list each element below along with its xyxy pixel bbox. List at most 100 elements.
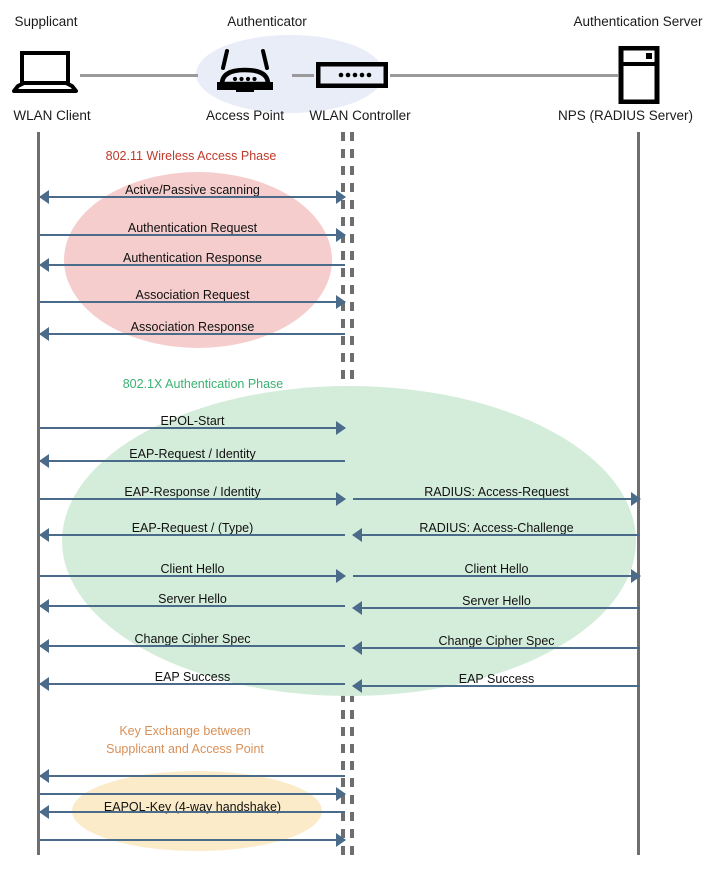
phase-label-80211: 802.11 Wireless Access Phase: [105, 149, 277, 163]
message-row: EAP Success: [39, 670, 345, 695]
arrowhead-left-icon: [352, 528, 362, 542]
message-line: [40, 301, 345, 303]
message-row: Authentication Request: [40, 221, 346, 246]
message-line: [40, 234, 345, 236]
message-row: EAP-Response / Identity: [40, 485, 346, 510]
message-row: RADIUS: Access-Request: [353, 485, 641, 510]
server-icon: [618, 45, 660, 109]
arrowhead-left-icon: [39, 805, 49, 819]
message-line: [40, 333, 345, 335]
arrowhead-right-icon: [336, 190, 346, 204]
link-ap-controller: [292, 74, 314, 77]
arrowhead-left-icon: [39, 599, 49, 613]
message-line: [40, 645, 345, 647]
arrowhead-left-icon: [39, 639, 49, 653]
message-row: EAP Success: [352, 672, 640, 697]
message-row: [40, 829, 346, 851]
message-row: [39, 765, 345, 787]
message-row: Association Request: [40, 288, 346, 313]
message-row: RADIUS: Access-Challenge: [352, 521, 640, 546]
arrowhead-left-icon: [39, 769, 49, 783]
message-line: [353, 647, 640, 649]
message-row: EAPOL-Key (4-way handshake): [39, 800, 345, 823]
message-label: Server Hello: [158, 592, 227, 606]
phase-label-key-exchange-line2: Supplicant and Access Point: [106, 742, 264, 756]
phase-ellipse-80211: [64, 172, 332, 348]
message-row: EAP-Request / (Type): [39, 521, 345, 546]
actor-role-authentication-server: Authentication Server: [573, 14, 703, 29]
message-label: Client Hello: [160, 562, 225, 576]
arrowhead-left-icon: [39, 454, 49, 468]
message-label: EAP Success: [154, 670, 231, 684]
message-line: [40, 811, 345, 813]
arrowhead-right-icon: [336, 569, 346, 583]
wireless-router-icon: [214, 48, 276, 101]
phase-label-8021x: 802.1X Authentication Phase: [122, 377, 284, 391]
arrowhead-left-icon: [39, 327, 49, 341]
message-row: Change Cipher Spec: [39, 632, 345, 657]
message-label: Change Cipher Spec: [438, 634, 555, 648]
link-client-ap: [80, 74, 198, 77]
message-line: [353, 685, 640, 687]
message-label: Change Cipher Spec: [134, 632, 251, 646]
message-row: Change Cipher Spec: [352, 634, 640, 659]
message-line: [353, 498, 640, 500]
message-row: EPOL-Start: [40, 414, 346, 439]
message-row: Association Response: [39, 320, 345, 345]
lifeline-supplicant: [37, 132, 40, 855]
message-row: Client Hello: [40, 562, 346, 587]
message-label: EAP-Response / Identity: [124, 485, 261, 499]
message-line: [40, 460, 345, 462]
message-row: Server Hello: [352, 594, 640, 619]
message-line: [40, 498, 345, 500]
arrowhead-left-icon: [39, 190, 49, 204]
message-line: [40, 775, 345, 777]
message-label: EAP Success: [458, 672, 535, 686]
message-line: [40, 264, 345, 266]
message-label: EAP-Request / (Type): [131, 521, 254, 535]
arrowhead-left-icon: [39, 677, 49, 691]
message-label: Server Hello: [462, 594, 531, 608]
message-line: [353, 607, 640, 609]
arrowhead-left-icon: [39, 258, 49, 272]
arrowhead-right-icon: [336, 787, 346, 801]
arrowhead-right-icon: [336, 833, 346, 847]
actor-name-wlan-controller: WLAN Controller: [309, 108, 411, 123]
actor-role-authenticator: Authenticator: [227, 14, 307, 29]
phase-label-key-exchange-line1: Key Exchange between: [119, 724, 251, 738]
arrowhead-left-icon: [352, 641, 362, 655]
message-row: Active/Passive scanning: [39, 183, 346, 208]
arrowhead-left-icon: [39, 528, 49, 542]
message-label: Association Response: [130, 320, 255, 334]
message-line: [40, 534, 345, 536]
arrowhead-right-icon: [631, 569, 641, 583]
message-line: [353, 575, 640, 577]
phase-ellipse-8021x: [62, 386, 636, 696]
message-line: [40, 839, 345, 841]
arrowhead-right-icon: [336, 295, 346, 309]
message-line: [40, 427, 345, 429]
message-line: [40, 196, 345, 198]
arrowhead-right-icon: [336, 421, 346, 435]
message-line: [353, 534, 640, 536]
actor-name-wlan-client: WLAN Client: [13, 108, 91, 123]
message-row: EAP-Request / Identity: [39, 447, 345, 472]
message-label: Client Hello: [464, 562, 529, 576]
message-label: RADIUS: Access-Challenge: [419, 521, 574, 535]
message-label: EAP-Request / Identity: [129, 447, 256, 461]
message-label: Authentication Request: [127, 221, 258, 235]
message-row: Client Hello: [353, 562, 641, 587]
actor-name-nps-radius-server: NPS (RADIUS Server): [557, 108, 694, 123]
arrowhead-right-icon: [631, 492, 641, 506]
message-line: [40, 683, 345, 685]
message-line: [40, 605, 345, 607]
actor-role-supplicant: Supplicant: [14, 14, 78, 29]
message-line: [40, 575, 345, 577]
message-label: Authentication Response: [123, 251, 262, 265]
message-row: Server Hello: [39, 592, 345, 617]
message-label: Association Request: [135, 288, 250, 302]
arrowhead-right-icon: [336, 228, 346, 242]
message-label: EPOL-Start: [160, 414, 225, 428]
arrowhead-left-icon: [352, 679, 362, 693]
